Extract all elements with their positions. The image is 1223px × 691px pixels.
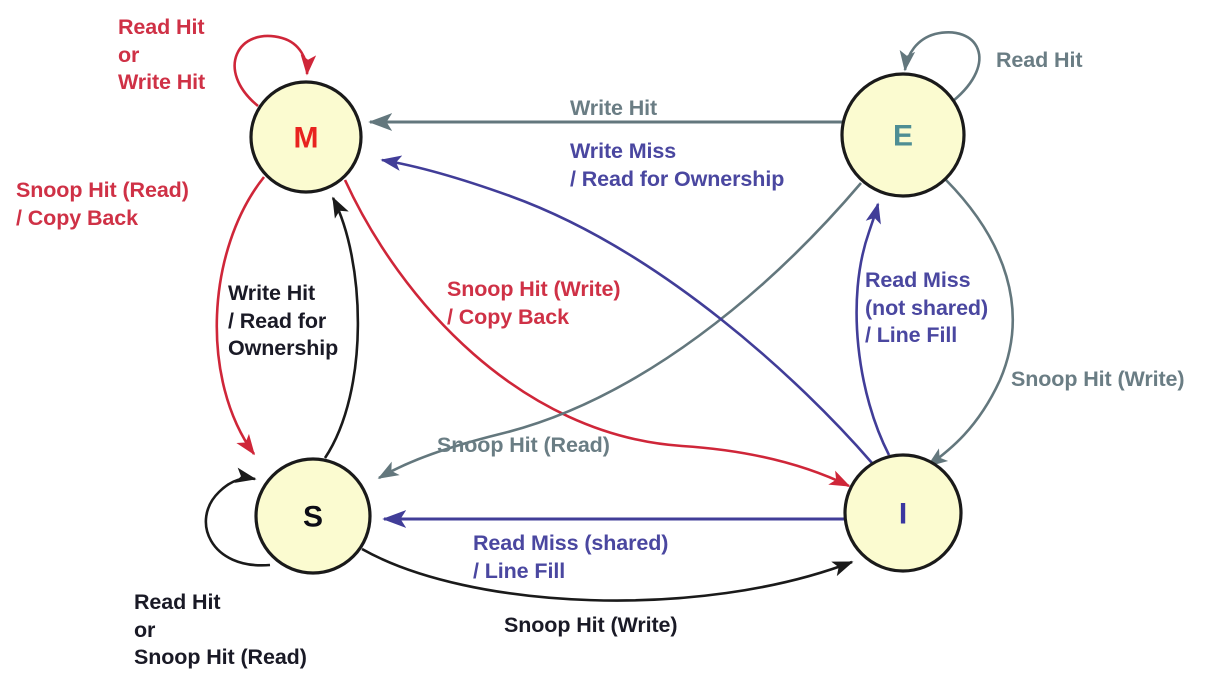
node-M-label: M xyxy=(294,122,319,155)
edge-label-i-to-e: Read Miss (not shared) / Line Fill xyxy=(865,268,989,348)
edge-label-m-to-i: Snoop Hit (Write) / Copy Back xyxy=(447,277,621,329)
edge-m-to-i-path xyxy=(343,179,851,488)
edge-label-s-self: Read Hit or Snoop Hit (Read) xyxy=(134,590,307,670)
edge-label-i-to-s: Read Miss (shared) / Line Fill xyxy=(473,531,669,583)
node-E[interactable]: E xyxy=(840,72,966,198)
edge-label-e-to-s: Snoop Hit (Read) xyxy=(437,433,610,457)
node-S-circle[interactable] xyxy=(254,457,372,575)
node-M-circle[interactable] xyxy=(249,80,363,194)
edge-label-m-self: Read Hit or Write Hit xyxy=(118,15,206,95)
node-S[interactable]: S xyxy=(254,457,372,575)
node-S-label: S xyxy=(303,501,323,534)
edge-label-e-self: Read Hit xyxy=(996,48,1083,72)
edge-label-e-to-i: Snoop Hit (Write) xyxy=(1011,367,1185,391)
edge-label-s-to-i: Snoop Hit (Write) xyxy=(504,613,678,637)
node-E-circle[interactable] xyxy=(840,72,966,198)
node-M[interactable]: M xyxy=(249,80,363,194)
edge-e-to-s-path xyxy=(377,182,862,480)
edge-i-to-m-path xyxy=(380,155,873,464)
edge-s-to-m-path xyxy=(323,196,360,459)
edge-label-e-to-m: Write Hit xyxy=(570,96,658,120)
node-I-label: I xyxy=(899,498,907,531)
edge-s-to-i-path xyxy=(361,547,854,602)
edge-s-self-path xyxy=(204,467,271,567)
node-E-label: E xyxy=(893,120,913,153)
edge-i-to-e-path xyxy=(855,202,891,456)
edge-label-s-to-m: Write Hit / Read for Ownership xyxy=(228,281,339,361)
edge-label-m-to-s: Snoop Hit (Read) / Copy Back xyxy=(16,178,189,230)
edge-e-to-i-path xyxy=(926,179,1014,468)
node-I[interactable]: I xyxy=(843,453,963,573)
edge-m-self-path xyxy=(233,34,317,108)
edge-m-to-s-path xyxy=(215,176,266,456)
edge-label-i-to-m: Write Miss / Read for Ownership xyxy=(570,139,785,191)
node-I-circle[interactable] xyxy=(843,453,963,573)
edge-e-self-path xyxy=(899,31,981,102)
